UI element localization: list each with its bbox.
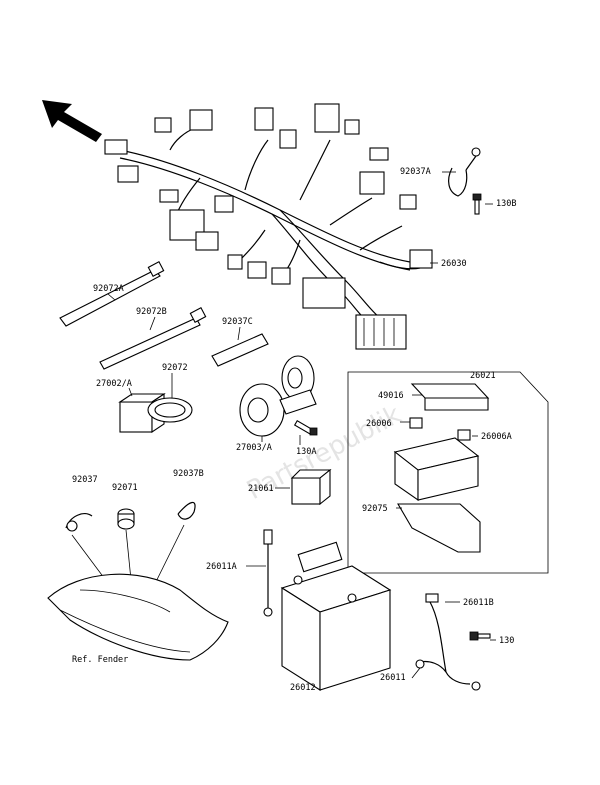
label-92072: 92072: [162, 363, 188, 373]
label-ref-fender: Ref. Fender: [72, 655, 128, 665]
label-92075: 92075: [362, 504, 388, 514]
label-49016: 49016: [378, 391, 404, 401]
label-26011a: 26011A: [206, 562, 237, 572]
junction-box-group-26021: [347, 371, 549, 574]
label-27002a: 27002/A: [96, 379, 132, 389]
label-26006: 26006: [366, 419, 392, 429]
strap-92072a: [59, 261, 165, 327]
cable-26011a: [263, 529, 273, 617]
label-26011: 26011: [380, 673, 406, 683]
clamp-92037a: [448, 147, 481, 197]
label-130b: 130B: [496, 199, 516, 209]
resistor-21061: [290, 468, 332, 506]
clamp-92037: [65, 513, 93, 532]
rear-fender: [47, 573, 229, 661]
label-92071: 92071: [112, 483, 138, 493]
main-wiring-harness: [104, 103, 433, 350]
label-92072a: 92072A: [93, 284, 124, 294]
label-21061: 21061: [248, 484, 274, 494]
label-26030: 26030: [441, 259, 467, 269]
clamp-92037b: [177, 501, 196, 520]
label-26021: 26021: [470, 371, 496, 381]
horn-27003a: [239, 355, 317, 437]
label-92037: 92037: [72, 475, 98, 485]
grommet-92071: [117, 508, 135, 530]
label-leaders: [107, 171, 496, 688]
battery-26012: [280, 541, 392, 691]
front-direction-arrow: [42, 100, 102, 142]
label-92072b: 92072B: [136, 307, 167, 317]
label-27003a: 27003/A: [236, 443, 272, 453]
label-130a: 130A: [296, 447, 316, 457]
clamp-band-92072: [147, 397, 193, 423]
label-92037a: 92037A: [400, 167, 431, 177]
part-labels: 92037A 130B 26030 92072A 92072B 92037C 2…: [72, 167, 516, 693]
cable-26011: [415, 659, 481, 691]
strap-92037c: [211, 333, 269, 367]
strap-92072b: [99, 307, 207, 370]
label-92037b: 92037B: [173, 469, 204, 479]
label-26012: 26012: [290, 683, 316, 693]
label-92037c: 92037C: [222, 317, 253, 327]
label-26011b: 26011B: [463, 598, 494, 608]
label-130: 130: [499, 636, 514, 646]
label-26006a: 26006A: [481, 432, 512, 442]
bolt-130: [469, 631, 491, 641]
bolt-130b: [472, 193, 482, 215]
bolt-130a: [293, 420, 318, 436]
